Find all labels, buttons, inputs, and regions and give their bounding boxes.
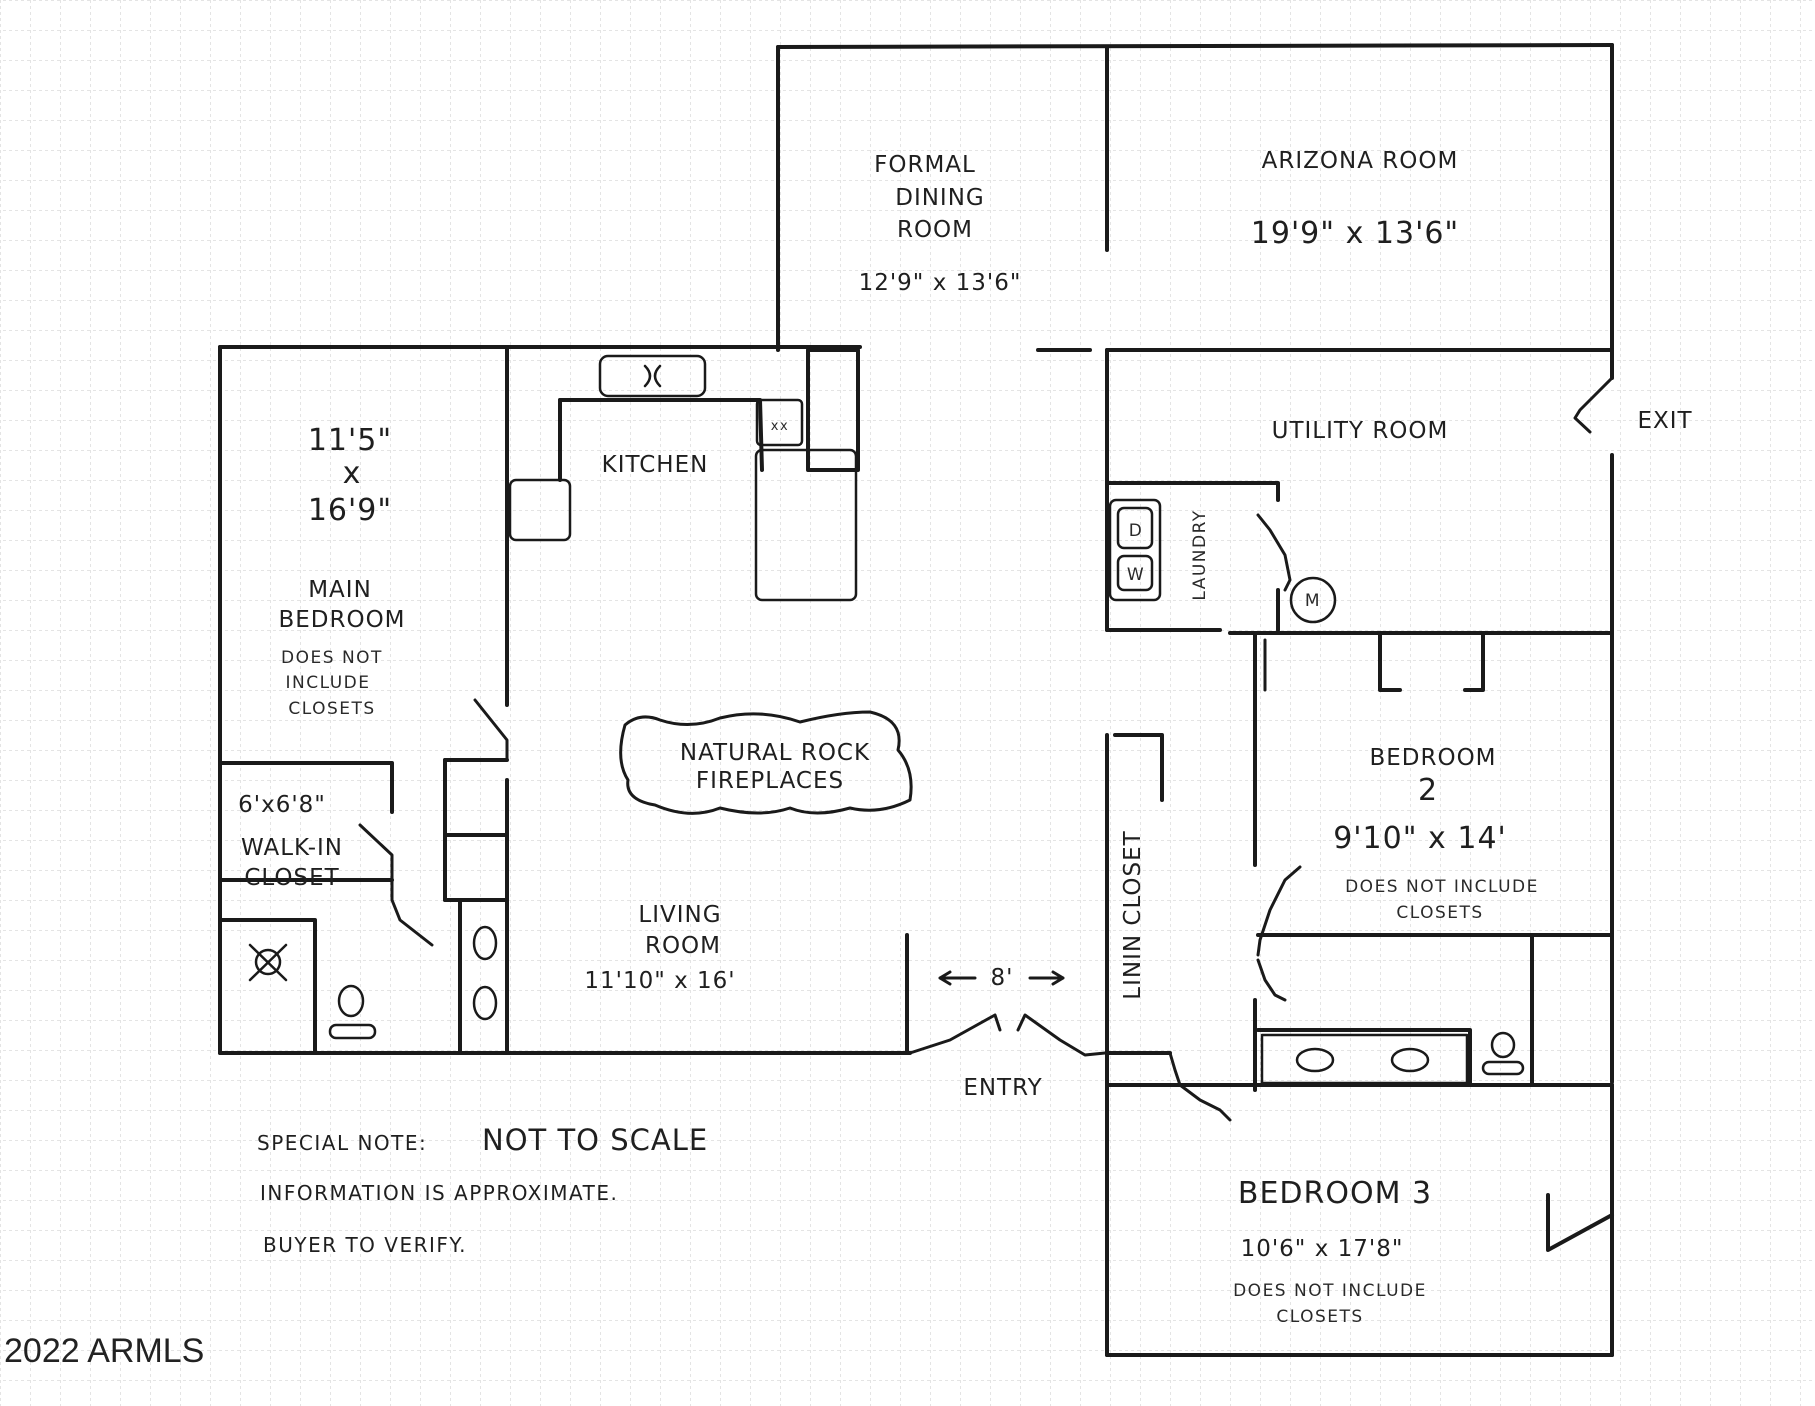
fireplace-outline xyxy=(619,710,913,815)
walk-in-label-1: WALK-IN xyxy=(241,835,343,861)
arizona-label: ARIZONA ROOM xyxy=(1262,148,1459,174)
bedroom3-label: BEDROOM 3 xyxy=(1238,1176,1432,1211)
main-bedroom-label-1: MAIN xyxy=(308,577,372,603)
linen-closet-label: LININ CLOSET xyxy=(1120,830,1146,999)
room-labels: FORMAL DINING ROOM 12'9" x 13'6" ARIZONA… xyxy=(238,148,1692,1327)
kitchen-peninsula xyxy=(754,448,858,602)
cooktop xyxy=(598,354,707,398)
svg-text:xx: xx xyxy=(771,419,789,434)
water-heater-icon xyxy=(1289,576,1337,624)
sink-icon xyxy=(1390,1047,1430,1073)
walk-in-label-2: CLOSET xyxy=(244,865,339,891)
arizona-dims: 19'9" x 13'6" xyxy=(1251,216,1459,251)
main-bedroom-label-2: BEDROOM xyxy=(278,607,405,633)
main-bedroom-note-2: INCLUDE xyxy=(286,673,371,693)
main-bedroom-note-1: DOES NOT xyxy=(281,648,383,668)
fireplace-label-2: FIREPLACES xyxy=(696,768,844,794)
dining-label-1: FORMAL xyxy=(874,152,976,178)
bedroom3-note-2: CLOSETS xyxy=(1276,1307,1363,1327)
walk-in-dims: 6'x6'8" xyxy=(238,792,326,818)
living-label-2: ROOM xyxy=(645,933,721,959)
main-bedroom-dim-x: x xyxy=(343,456,362,491)
special-note-emphasis: NOT TO SCALE xyxy=(482,1123,708,1157)
entry-width: 8' xyxy=(991,965,1014,991)
copyright: 2022 ARMLS xyxy=(4,1332,204,1370)
bedroom2-label-2: 2 xyxy=(1418,773,1438,808)
sink-icon xyxy=(1295,1047,1335,1073)
bedroom2-note-2: CLOSETS xyxy=(1396,903,1483,923)
refrigerator xyxy=(508,478,572,542)
fixtures: xx xyxy=(248,354,1525,1085)
bedroom3-note-1: DOES NOT INCLUDE xyxy=(1233,1281,1427,1301)
special-note: SPECIAL NOTE: NOT TO SCALE INFORMATION I… xyxy=(257,1123,708,1257)
entry-dimension-arrow xyxy=(938,970,1065,986)
stove xyxy=(755,398,804,447)
laundry-machines xyxy=(1108,498,1162,602)
sink-icon xyxy=(472,925,498,961)
living-dims: 11'10" x 16' xyxy=(584,968,735,994)
dining-label-2: DINING xyxy=(895,185,985,211)
dryer-label: D xyxy=(1129,521,1144,541)
special-note-label: SPECIAL NOTE: xyxy=(257,1131,427,1155)
main-bedroom-dim-2: 16'9" xyxy=(308,493,392,528)
main-bedroom-note-3: CLOSETS xyxy=(288,699,375,719)
kitchen-label: KITCHEN xyxy=(602,452,709,478)
special-note-line-3: BUYER TO VERIFY. xyxy=(263,1233,467,1257)
dining-dims: 12'9" x 13'6" xyxy=(859,270,1022,296)
toilet-icon xyxy=(1490,1031,1516,1059)
main-bedroom-dim-1: 11'5" xyxy=(308,423,392,458)
exit-label: EXIT xyxy=(1637,408,1692,434)
toilet-icon xyxy=(337,984,365,1018)
ceiling-fan-icon xyxy=(254,948,282,976)
water-heater-label: M xyxy=(1305,591,1321,611)
living-label-1: LIVING xyxy=(638,902,721,928)
fireplace-label-1: NATURAL ROCK xyxy=(680,740,870,766)
bedroom2-dims: 9'10" x 14' xyxy=(1333,821,1507,856)
laundry-label: LAUNDRY xyxy=(1190,509,1210,600)
bedroom3-dims: 10'6" x 17'8" xyxy=(1241,1236,1404,1262)
bedroom2-note-1: DOES NOT INCLUDE xyxy=(1345,877,1539,897)
special-note-line-2: INFORMATION IS APPROXIMATE. xyxy=(260,1181,618,1205)
sink-icon xyxy=(472,985,498,1021)
dining-label-3: ROOM xyxy=(897,217,973,243)
vanity xyxy=(1260,1033,1469,1085)
entry-label: ENTRY xyxy=(963,1075,1042,1101)
bedroom2-label-1: BEDROOM xyxy=(1369,745,1496,771)
walls xyxy=(218,43,1614,1357)
utility-label: UTILITY ROOM xyxy=(1272,418,1449,444)
washer-label: W xyxy=(1127,565,1145,585)
